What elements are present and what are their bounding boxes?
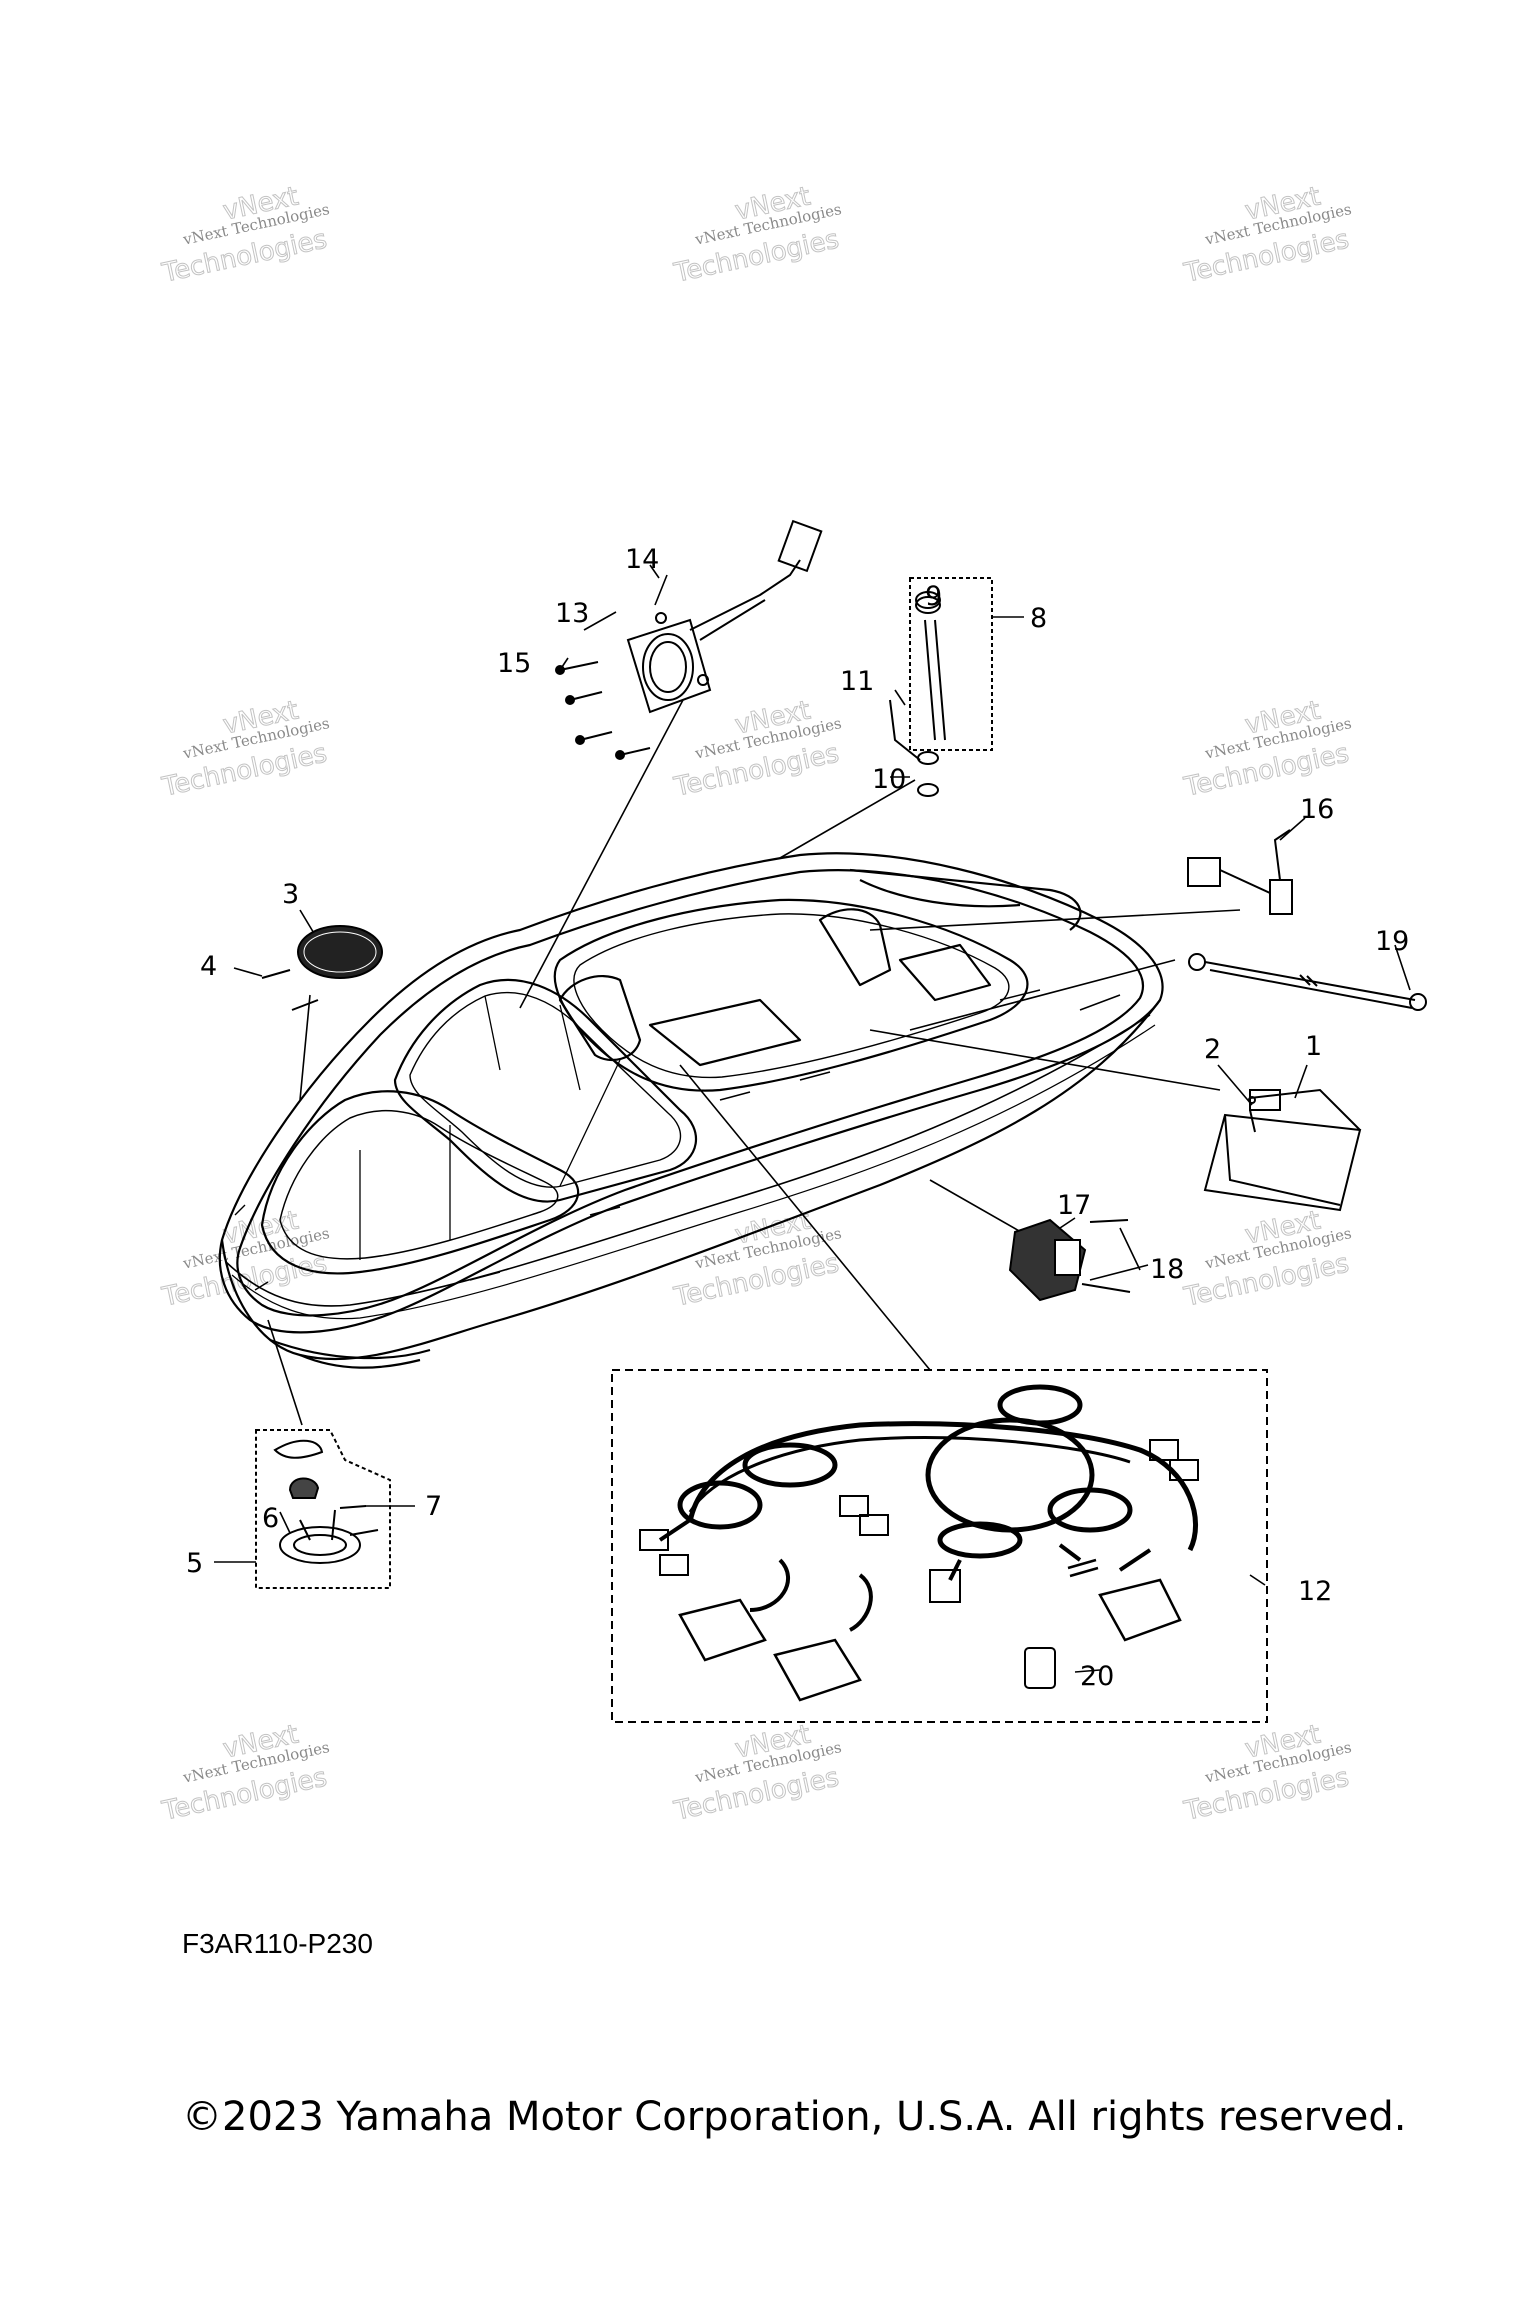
- callout-7: 7: [425, 1491, 442, 1522]
- callout-20: 20: [1080, 1661, 1114, 1692]
- boat-hull: [218, 852, 1164, 1369]
- diagram-code: F3AR110-P230: [182, 1928, 373, 1959]
- callout-11: 11: [840, 666, 874, 697]
- callout-1: 1: [1305, 1031, 1322, 1062]
- callout-5: 5: [186, 1548, 203, 1579]
- courtesy-light-3: [261, 925, 383, 1011]
- callout-12: 12: [1298, 1576, 1332, 1607]
- callout-14: 14: [625, 544, 659, 575]
- battery-box-1: [1203, 1088, 1362, 1212]
- callout-19: 19: [1375, 926, 1409, 957]
- sensor-16: [1187, 829, 1293, 915]
- screw-set-15: [555, 612, 709, 760]
- wiring-harness-12: [611, 1369, 1268, 1723]
- callout-18: 18: [1150, 1254, 1184, 1285]
- callout-10: 10: [872, 764, 906, 795]
- filler-assembly-8: [889, 577, 993, 797]
- callout-17: 17: [1057, 1190, 1091, 1221]
- callout-8: 8: [1030, 603, 1047, 634]
- bow-eye-5: [255, 1429, 391, 1589]
- callout-16: 16: [1300, 794, 1334, 825]
- callout-9: 9: [925, 581, 942, 612]
- callout-3: 3: [282, 879, 299, 910]
- callout-labels: 1 2 3 4 5 6 7 8 9 10 11 12 13 14 15 16 1…: [186, 544, 1409, 1692]
- leader-lines: [214, 564, 1411, 1673]
- callout-15: 15: [497, 648, 531, 679]
- callout-13: 13: [555, 598, 589, 629]
- mount-plate-13: [626, 519, 823, 714]
- callout-2: 2: [1204, 1034, 1221, 1065]
- relay-17: [1008, 1218, 1131, 1302]
- callout-4: 4: [200, 951, 217, 982]
- battery-cable-19: [1188, 953, 1427, 1011]
- callout-6: 6: [262, 1503, 279, 1534]
- copyright-notice: ©2023 Yamaha Motor Corporation, U.S.A. A…: [182, 2094, 1407, 2140]
